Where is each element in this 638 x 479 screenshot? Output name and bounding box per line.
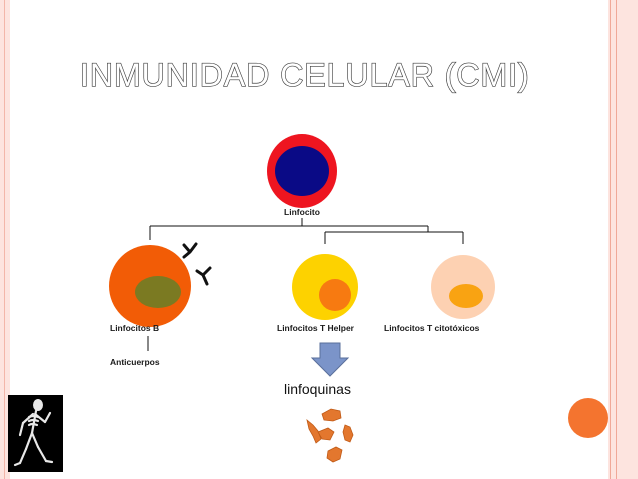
b-cell-label: Linfocitos B xyxy=(110,323,159,333)
accent-circle xyxy=(568,398,608,438)
helper-t-label: Linfocitos T Helper xyxy=(277,323,355,333)
lymphocyte-label: Linfocito xyxy=(284,207,320,217)
right-frame-border xyxy=(608,0,638,479)
lymphokines-label: linfoquinas xyxy=(284,381,351,397)
cytotoxic-t-cell xyxy=(431,255,495,319)
b-cell xyxy=(109,245,191,327)
down-arrow-icon xyxy=(310,342,350,377)
left-frame-border xyxy=(0,0,10,479)
antibody-icon xyxy=(182,242,212,286)
cytotoxic-t-label: Linfocitos T citotóxicos xyxy=(384,323,480,333)
skeleton-image xyxy=(8,395,63,472)
antibodies-label: Anticuerpos xyxy=(110,357,160,367)
lymphokines-icon xyxy=(306,408,354,463)
slide-title: INMUNIDAD CELULAR (CMI) xyxy=(79,56,530,93)
helper-t-cell xyxy=(292,254,358,320)
hierarchy-connectors xyxy=(149,218,464,244)
lymphocyte-cell xyxy=(267,134,337,208)
